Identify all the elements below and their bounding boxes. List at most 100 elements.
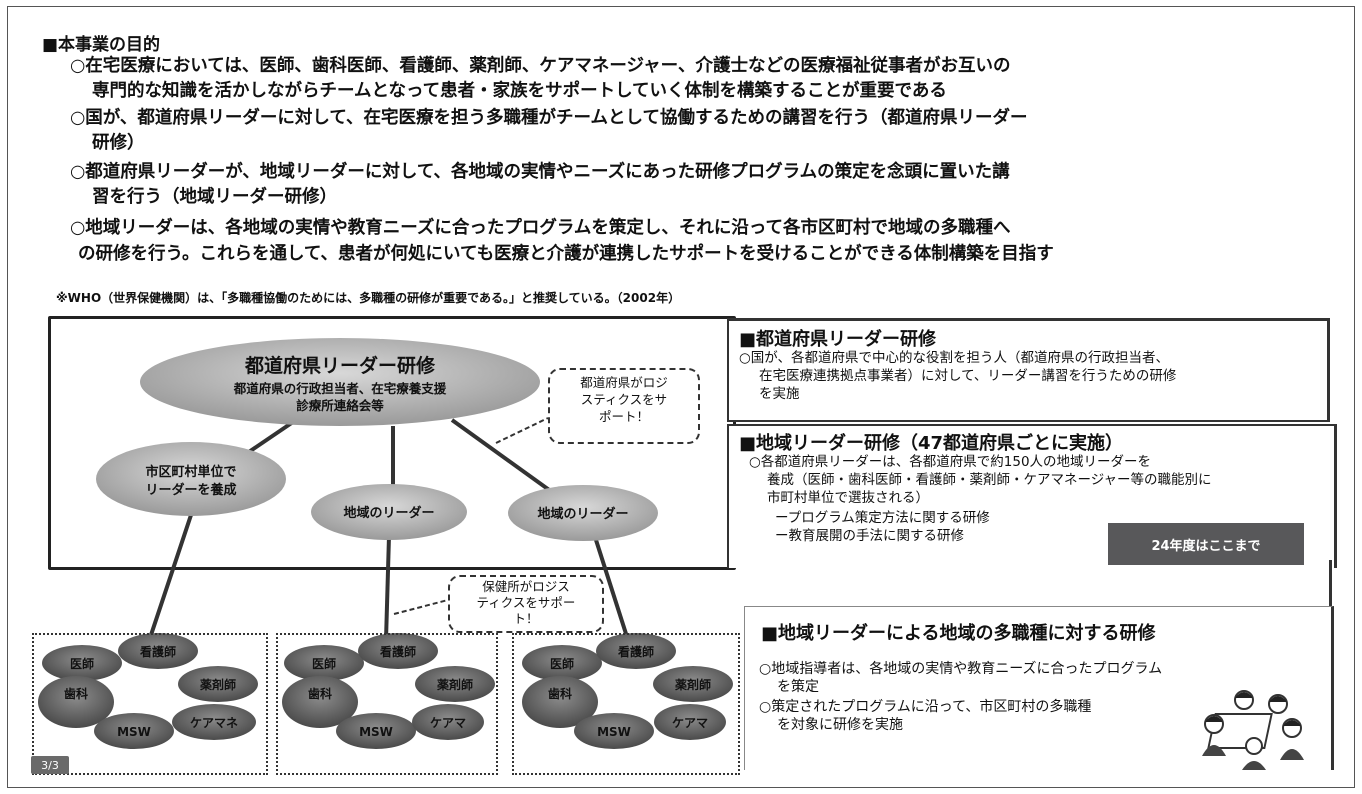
c1-pharmacist bbox=[178, 666, 258, 702]
cluster-box-3 bbox=[512, 633, 740, 775]
callout-hc-line1: 保健所がロジス bbox=[482, 579, 570, 594]
c3-pharmacist-label: 薬剤師 bbox=[675, 677, 711, 692]
pointer-hc bbox=[393, 599, 449, 615]
cluster-box-2 bbox=[276, 633, 498, 775]
purpose-line-2: 専門的な知識を活かしながらチームとなって患者・家族をサポートしていく体制を構築す… bbox=[92, 81, 947, 101]
callout-hc-line2: ティクスをサポー bbox=[476, 595, 576, 610]
panel-pref-leader-line1: ○国が、各都道府県で中心的な役割を担う人（都道府県の行政担当者、 bbox=[739, 350, 1170, 366]
right-ellipse bbox=[508, 485, 658, 541]
connector-top-right bbox=[450, 418, 554, 494]
person-4-hair bbox=[1283, 720, 1301, 726]
fy24-badge: 24年度はここまで bbox=[1108, 523, 1304, 565]
person-4-body bbox=[1280, 749, 1304, 760]
left-node-line2: リーダーを養成 bbox=[145, 482, 236, 498]
c1-dental bbox=[38, 676, 114, 728]
page-number: 3/3 bbox=[31, 756, 69, 774]
callout-pref-line2: スティクスをサ bbox=[580, 392, 668, 407]
c3-caremanager bbox=[654, 704, 726, 740]
c1-msw bbox=[94, 713, 174, 749]
c2-dental bbox=[282, 676, 358, 728]
c1-caremanager-label: ケアマネ bbox=[190, 716, 238, 730]
person-5-head bbox=[1245, 737, 1263, 755]
person-5-body bbox=[1242, 761, 1266, 770]
c1-msw-label: MSW bbox=[117, 725, 151, 739]
c2-nurse-label: 看護師 bbox=[380, 644, 416, 659]
purpose-line-5: ○都道府県リーダーが、地域リーダーに対して、各地域の実情やニーズにあった研修プロ… bbox=[70, 162, 1010, 182]
panel-pref-leader-line3: を実施 bbox=[759, 386, 800, 402]
panel-multi-line2: を策定 bbox=[777, 679, 819, 695]
left-node-line1: 市区町村単位で bbox=[145, 464, 236, 480]
purpose-line-4: 研修） bbox=[92, 133, 145, 153]
top-node-sub2: 診療所連絡会等 bbox=[296, 398, 384, 413]
c2-doctor-label: 医師 bbox=[312, 656, 336, 671]
callout-pref-line3: ポート！ bbox=[598, 409, 649, 424]
panel-multi-line4: を対象に研修を実施 bbox=[777, 717, 903, 733]
person-1-body bbox=[1202, 745, 1226, 756]
panel-regional-leader-line5: ー教育展開の手法に関する研修 bbox=[775, 528, 964, 544]
c1-caremanager bbox=[172, 704, 256, 740]
purpose-heading: ■本事業の目的 bbox=[42, 35, 161, 55]
panel-regional-leader-line2: 養成（医師・歯科医師・看護師・薬剤師・ケアマネージャー等の職能別に bbox=[767, 472, 1212, 488]
cluster-box-1 bbox=[32, 633, 268, 775]
c2-msw bbox=[336, 713, 416, 749]
person-3-hair bbox=[1269, 696, 1287, 702]
purpose-line-7: ○地域リーダーは、各地域の実情や教育ニーズに合ったプログラムを策定し、それに沿っ… bbox=[70, 218, 1011, 238]
callout-hc-logistics: 保健所がロジス ティクスをサポー ト！ bbox=[448, 575, 604, 633]
c1-doctor-label: 医師 bbox=[70, 656, 94, 671]
panel-multi-line1: ○地域指導者は、各地域の実情や教育ニーズに合ったプログラム bbox=[759, 661, 1163, 677]
left-ellipse bbox=[96, 442, 286, 516]
c2-doctor bbox=[284, 645, 364, 681]
c1-nurse bbox=[118, 633, 198, 669]
meeting-illustration bbox=[1202, 690, 1304, 770]
who-note: ※WHO（世界保健機関）は、「多職種協働のためには、多職種の研修が重要である。」… bbox=[56, 291, 681, 305]
c2-caremanager-label: ケアマ bbox=[430, 716, 466, 730]
c3-dental-label: 歯科 bbox=[548, 686, 572, 701]
c3-doctor bbox=[522, 645, 602, 681]
c3-doctor-label: 医師 bbox=[550, 656, 574, 671]
c3-msw-label: MSW bbox=[597, 725, 631, 739]
slide-frame bbox=[7, 6, 1355, 788]
callout-pref-line1: 都道府県がロジ bbox=[580, 375, 668, 390]
person-2-hair bbox=[1235, 692, 1253, 698]
c3-nurse-label: 看護師 bbox=[618, 644, 654, 659]
pointer-pref bbox=[495, 417, 549, 444]
panel-regional-leader-title: ■地域リーダー研修（47都道府県ごとに実施） bbox=[739, 433, 1124, 454]
c3-caremanager-label: ケアマ bbox=[672, 716, 708, 730]
c2-nurse bbox=[358, 633, 438, 669]
cluster-2-shapes bbox=[282, 633, 495, 749]
connector-mid-down bbox=[384, 535, 391, 641]
c2-dental-label: 歯科 bbox=[308, 686, 332, 701]
panel-multi-line3: ○策定されたプログラムに沿って、市区町村の多職種 bbox=[759, 699, 1092, 715]
top-node-title: 都道府県リーダー研修 bbox=[244, 354, 436, 377]
panel-regional-leader-line3: 市町村単位で選抜される） bbox=[767, 490, 929, 506]
c2-pharmacist-label: 薬剤師 bbox=[437, 677, 473, 692]
c3-nurse bbox=[596, 633, 676, 669]
purpose-line-6: 習を行う（地域リーダー研修） bbox=[92, 187, 337, 207]
panel-regional-leader-line4: ープログラム策定方法に関する研修 bbox=[775, 510, 990, 526]
panel-regional-leader-line1: ○各都道府県リーダーは、各都道府県で約150人の地域リーダーを bbox=[749, 454, 1152, 470]
c3-pharmacist bbox=[653, 666, 733, 702]
purpose-line-3: ○国が、都道府県リーダーに対して、在宅医療を担う多職種がチームとして協働するため… bbox=[70, 108, 1028, 128]
c3-msw bbox=[574, 713, 654, 749]
connector-left-down bbox=[144, 511, 194, 651]
cluster-1-shapes bbox=[38, 633, 258, 749]
person-1-hair bbox=[1205, 716, 1223, 722]
panel-pref-leader: ■都道府県リーダー研修 ○国が、各都道府県で中心的な役割を担う人（都道府県の行政… bbox=[727, 318, 1330, 422]
mid-node-label: 地域のリーダー bbox=[343, 505, 434, 521]
purpose-line-8: の研修を行う。これらを通して、患者が何処にいても医療と介護が連携したサポートを受… bbox=[78, 244, 1054, 264]
c2-caremanager bbox=[412, 704, 484, 740]
top-node-sub1: 都道府県の行政担当者、在宅療養支援 bbox=[233, 381, 447, 396]
c1-nurse-label: 看護師 bbox=[140, 644, 176, 659]
c2-pharmacist bbox=[415, 666, 495, 702]
panel-pref-leader-line2: 在宅医療連携拠点事業者）に対して、リーダー講習を行うための研修 bbox=[759, 368, 1177, 384]
c1-doctor bbox=[42, 645, 122, 681]
panel-pref-leader-title: ■都道府県リーダー研修 bbox=[739, 329, 937, 350]
c3-dental bbox=[522, 676, 598, 728]
callout-pref-logistics: 都道府県がロジ スティクスをサ ポート！ bbox=[548, 368, 700, 444]
c1-dental-label: 歯科 bbox=[64, 686, 88, 701]
connector-right-down bbox=[594, 539, 630, 641]
c2-msw-label: MSW bbox=[359, 725, 393, 739]
panel-multidisciplinary-title: ■地域リーダーによる地域の多職種に対する研修 bbox=[761, 623, 1156, 644]
